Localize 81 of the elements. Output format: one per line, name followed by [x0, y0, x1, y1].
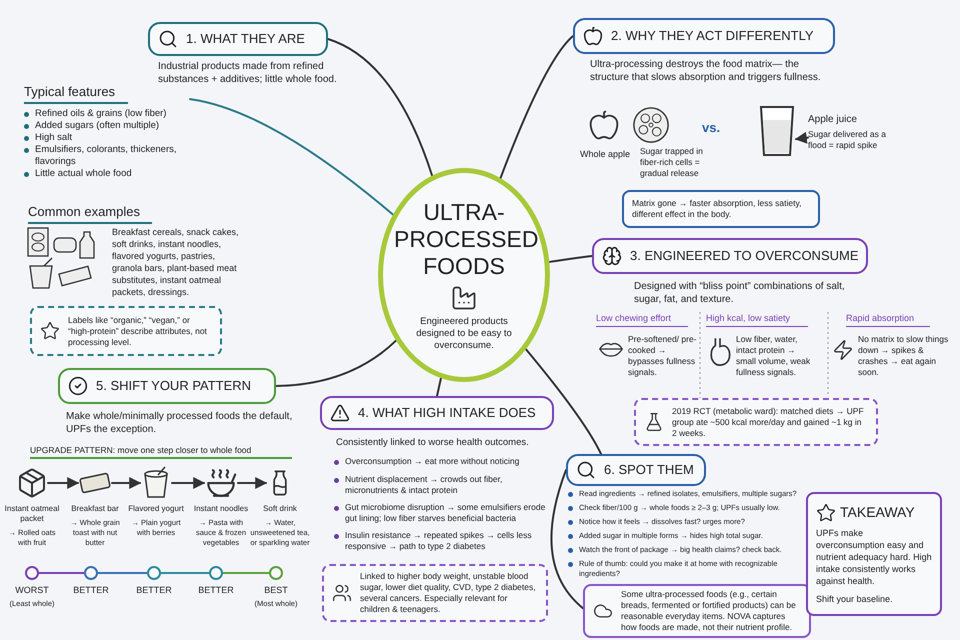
column-text: Pre-softened/ pre-cooked → bypasses fullness signals.	[628, 334, 698, 378]
food-caption: Instant noodles	[192, 504, 250, 514]
description-text: Breakfast cereals, snack cakes, soft drinks, instant noodles, flavored yogurts, pastries, granola bars, plant-based meat substitutes, instant oatmeal packets, dressings.	[112, 226, 240, 298]
subheading: Common examples	[28, 202, 152, 224]
description-text: Make whole/minimally processed foods the default, UPFs the exception.	[66, 410, 294, 436]
connector-line	[550, 469, 584, 610]
glass-icon	[758, 104, 796, 158]
section-title: 4. WHAT HIGH INTAKE DOES	[358, 404, 536, 422]
food-caption: Instant oatmeal packet	[4, 504, 60, 524]
scale-label: WORST	[14, 584, 50, 597]
column-heading: High kcal, low satiety	[706, 312, 808, 326]
takeaway-text: UPFs make overconsumption easy and nutrient adequacy hard. High intake consistently works against health.	[816, 527, 932, 587]
bullet-item: Gut microbiome disruption → some emulsifiers erode gut lining; low fiber starves beneficial bacteria	[345, 502, 546, 524]
note-text: Labels like “organic,” “vegan,” or “high-protein” describe attributes, not processing level.	[68, 314, 208, 348]
connector-line	[222, 572, 270, 574]
note-text: Some ultra-processed foods (e.g., certain breads, fermented or fortified products) can be reasonable everyday items. NOVA captures how foods are made, not their nutrient profile.	[621, 589, 797, 633]
arrow	[171, 477, 206, 489]
note-text: Linked to higher body weight, unstable blood sugar, lower diet quality, CVD, type 2 diabetes, several cancers. Especially relevant for children & teenagers.	[360, 571, 537, 615]
food-caption: Breakfast bar	[70, 504, 120, 514]
description-text: Industrial products made from refined substances + additives; little whole food.	[158, 60, 338, 86]
column-heading: Rapid absorption	[846, 312, 930, 326]
note-box	[634, 398, 878, 446]
arrow	[794, 132, 809, 144]
bullet-item: Little actual whole food	[35, 168, 132, 180]
column-text: No matrix to slow things down → spikes & crashes → eat again soon.	[858, 334, 950, 378]
note-text: Matrix gone → faster absorption, less satiety, different effect in the body.	[632, 198, 802, 220]
image-caption: Whole apple	[578, 148, 632, 161]
arrow	[111, 477, 142, 489]
image-caption: Sugar trapped in fiber-rich cells = gradual release	[640, 146, 704, 179]
arrow	[47, 477, 80, 489]
section-header-box	[573, 18, 835, 54]
bullet-item: Insulin resistance → repeated spikes → cells less responsive → path to type 2 diabetes	[345, 530, 533, 552]
section-title: 1. WHAT THEY ARE	[186, 30, 305, 48]
note-box	[322, 564, 548, 622]
column-text: Low fiber, water, intact protein → small volume, weak fullness signals.	[736, 334, 812, 378]
scale-label: BEST	[263, 584, 289, 597]
scale-label: BETTER	[72, 584, 110, 597]
description-text: Consistently linked to worse health outcomes.	[336, 436, 530, 450]
food-caption: Flavored yogurt	[127, 504, 185, 514]
connector-line	[327, 38, 434, 177]
column-heading: Low chewing effort	[596, 312, 688, 326]
scale-label: BETTER	[135, 584, 173, 597]
bullet-item: Emulsifiers, colorants, thickeners, flavorings	[35, 144, 178, 168]
image-caption: Apple juice	[808, 113, 858, 127]
section-header-box	[592, 238, 868, 274]
versus-text: vs.	[702, 119, 722, 137]
section-title: 3. ENGINEERED TO OVERCONSUME	[630, 247, 859, 266]
connector-line	[160, 572, 210, 574]
description-text: Ultra-processing destroys the food matrix— the structure that slows absorption and triggers fullness.	[590, 58, 822, 84]
pattern-heading: UPGRADE PATTERN: move one step closer to whole food	[30, 444, 292, 459]
section-header-box	[320, 396, 554, 430]
subheading: Typical features	[24, 82, 128, 104]
connector-line	[38, 572, 85, 574]
bullet-item: Refined oils & grains (low fiber)	[35, 108, 166, 120]
section-title: 5. SHIFT YOUR PATTERN	[96, 377, 252, 396]
section-header-box	[58, 368, 276, 404]
takeaway-title: TAKEAWAY	[840, 503, 915, 522]
topic-subtitle: Engineered products designed to be easy to overconsume.	[415, 316, 513, 352]
bullet-item: Nutrient displacement → crowds out fiber, micronutrients & intact protein	[345, 474, 504, 496]
section-title: 6. SPOT THEM	[604, 461, 694, 480]
bullet-item: High salt	[35, 132, 72, 144]
note-box	[622, 190, 820, 228]
connector-line	[500, 35, 574, 180]
note-text: 2019 RCT (metabolic ward): matched diets → UPF group ate ~500 kcal more/day and gained ~1 kg in 2 weeks.	[672, 406, 865, 438]
note-box	[583, 584, 811, 638]
description-text: Designed with “bliss point” combinations of salt, sugar, fat, and texture.	[634, 280, 846, 306]
arrow	[237, 477, 268, 489]
takeaway-box	[806, 492, 942, 616]
section-title: 2. WHY THEY ACT DIFFERENTLY	[611, 27, 814, 46]
note-box	[30, 306, 222, 356]
bullet-item: Overconsumption → eat more without noticing	[345, 456, 520, 467]
scale-label: BETTER	[197, 584, 235, 597]
food-caption: Soft drink	[262, 504, 298, 514]
connector-line	[97, 572, 148, 574]
section-header-box	[566, 454, 706, 486]
image-caption: Sugar delivered as a flood = rapid spike	[808, 129, 887, 151]
bullet-item: Added sugars (often multiple)	[35, 120, 160, 132]
connector-line	[436, 377, 442, 397]
takeaway-text: Shift your baseline.	[816, 593, 894, 605]
connector-line	[548, 255, 593, 263]
section-header-box	[148, 22, 328, 56]
